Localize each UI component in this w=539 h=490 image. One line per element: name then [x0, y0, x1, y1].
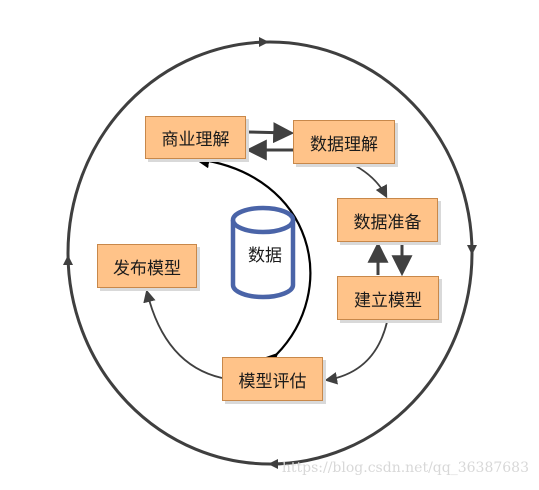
cycle-arrowhead-right — [467, 245, 477, 255]
node-evaluation: 模型评估 — [222, 357, 323, 401]
cycle-arrowhead-left — [63, 255, 73, 265]
arrow-modeling-to-evaluation — [324, 321, 388, 385]
database-label: 数据 — [248, 246, 282, 266]
node-data-preparation: 数据准备 — [337, 198, 438, 242]
node-business-understanding: 商业理解 — [145, 116, 246, 159]
cycle-arrowhead-top — [259, 37, 269, 47]
arrow-evaluation-to-deployment — [143, 289, 223, 379]
node-data-understanding: 数据理解 — [293, 120, 395, 164]
watermark: https://blog.csdn.net/qq_36387683 — [281, 460, 529, 476]
node-modeling: 建立模型 — [337, 276, 439, 320]
node-deployment: 发布模型 — [97, 244, 197, 288]
cycle-arrowhead-bottom — [268, 459, 278, 469]
arrow-understanding-to-preparation — [349, 162, 388, 199]
database-icon — [230, 205, 296, 300]
arrow-evaluation-business-loop — [193, 153, 312, 370]
arrow-business-to-data — [246, 122, 295, 144]
